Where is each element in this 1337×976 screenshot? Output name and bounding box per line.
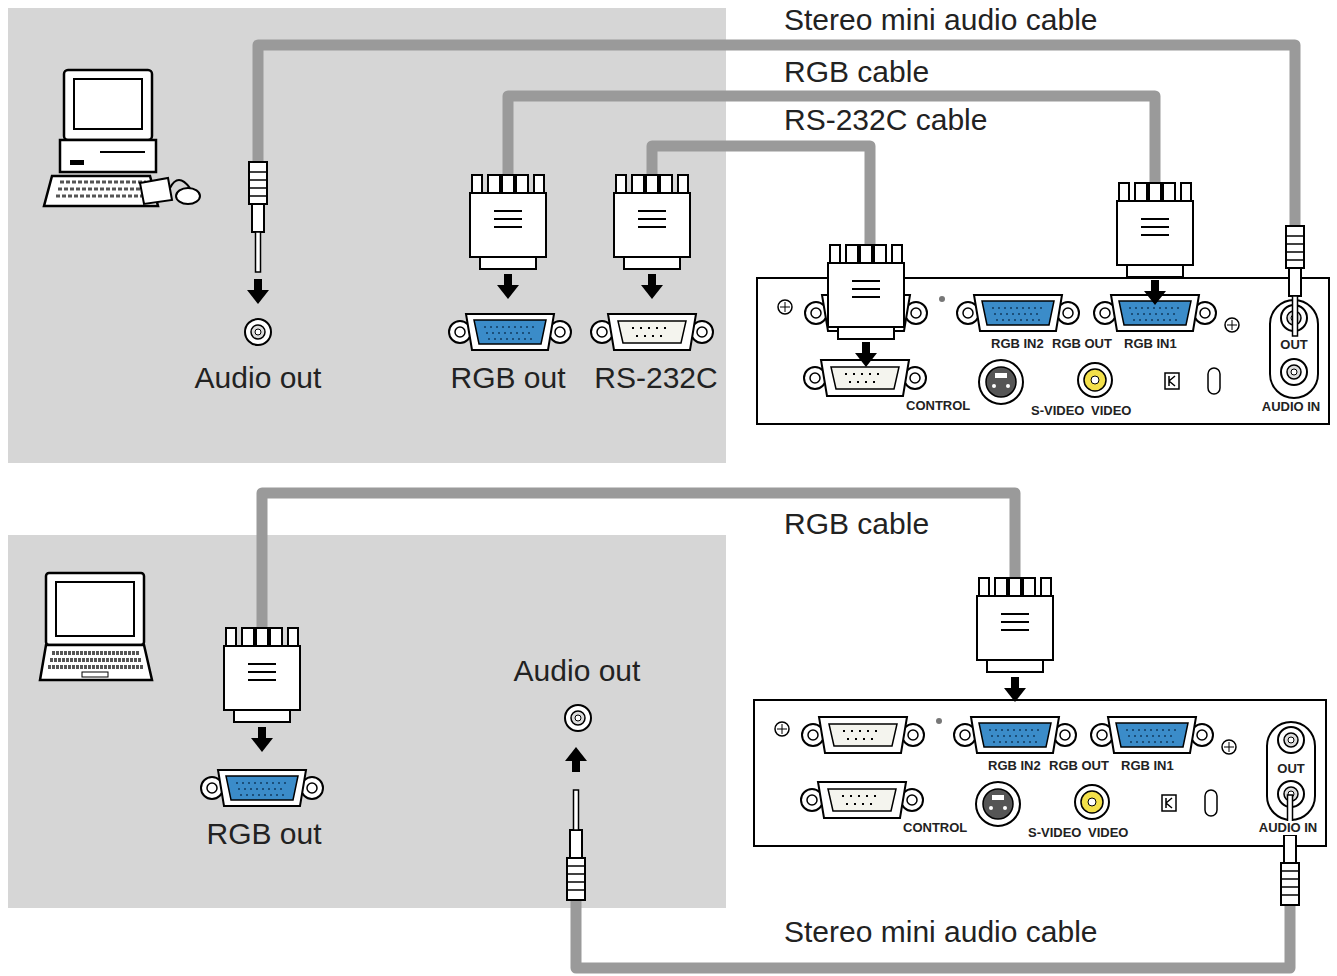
port-label: CONTROL (905, 399, 971, 413)
port-label: S-VIDEO (1030, 404, 1085, 418)
port-label: RGB OUT (1051, 337, 1113, 351)
port-label: RGB OUT (1048, 759, 1110, 773)
port-label: AUDIO IN (1261, 400, 1322, 414)
port-label: OUT (1279, 338, 1308, 352)
port-label: S-VIDEO (1027, 826, 1082, 840)
port-label: RGB IN2 (987, 759, 1042, 773)
port-label: CONTROL (902, 821, 968, 835)
connector-label: RS-232C (594, 360, 717, 396)
port-label: RGB IN2 (990, 337, 1045, 351)
connector-label: Audio out (195, 360, 322, 396)
port-label: RGB IN1 (1120, 759, 1175, 773)
connector-label: Audio out (514, 653, 641, 689)
port-label: OUT (1276, 762, 1305, 776)
connector-label: RGB cable (784, 54, 929, 90)
port-label: VIDEO (1087, 826, 1129, 840)
connector-label: RGB out (206, 816, 321, 852)
port-label: RGB IN1 (1123, 337, 1178, 351)
connector-label: RS-232C cable (784, 102, 987, 138)
port-label: VIDEO (1090, 404, 1132, 418)
connector-label: RGB cable (784, 506, 929, 542)
connector-label: Stereo mini audio cable (784, 2, 1098, 38)
port-label: AUDIO IN (1258, 821, 1319, 835)
connector-label: Stereo mini audio cable (784, 914, 1098, 950)
connector-label: RGB out (450, 360, 565, 396)
